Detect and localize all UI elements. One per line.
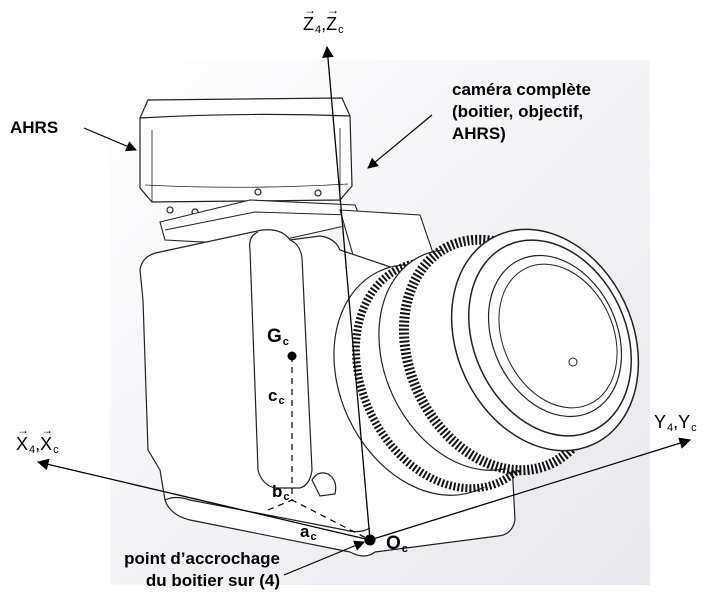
g-point-dot bbox=[287, 351, 297, 361]
o-letter: O bbox=[386, 533, 401, 554]
x4-sub: 4 bbox=[29, 444, 36, 456]
ahrs-callout-arrow bbox=[83, 127, 137, 152]
x-sep: , bbox=[35, 434, 41, 454]
b-sub: c bbox=[283, 491, 290, 503]
z4-letter: Z bbox=[303, 3, 316, 35]
o-point-dot bbox=[364, 534, 376, 546]
xc-sub: c bbox=[53, 444, 59, 456]
camera-label-line1: caméra complète bbox=[452, 80, 591, 99]
z-sep: , bbox=[321, 14, 327, 34]
camera-label-line3: AHRS) bbox=[452, 124, 506, 143]
y4-sub: 4 bbox=[667, 422, 674, 433]
a-letter: a bbox=[300, 522, 310, 541]
y-axis-label: Y4,Yc bbox=[654, 412, 713, 433]
g-point-label: Gc bbox=[267, 326, 289, 348]
camera-callout-arrow bbox=[367, 114, 433, 169]
y-sep: , bbox=[673, 412, 679, 432]
c-letter: c bbox=[268, 386, 278, 405]
g-sub: c bbox=[282, 336, 289, 348]
x-axis-label: X4,Xc bbox=[16, 423, 59, 456]
z-axis-label: Z4,Zc bbox=[303, 3, 344, 36]
attach-label: point d’accrochage du boitier sur (4) bbox=[58, 548, 280, 592]
attach-callout-arrow bbox=[283, 540, 365, 576]
attach-label-line2: du boitier sur (4) bbox=[145, 571, 280, 590]
z4-sub: 4 bbox=[315, 24, 322, 36]
axes bbox=[36, 45, 692, 541]
xc-letter: X bbox=[40, 423, 53, 455]
x4-letter: X bbox=[16, 423, 29, 455]
camera-label-line2: (boitier, objectif, bbox=[452, 102, 584, 121]
attach-label-line1: point d’accrochage bbox=[124, 549, 280, 568]
y4-letter: Y bbox=[654, 412, 667, 433]
y-axis-line bbox=[369, 437, 692, 541]
ahrs-box bbox=[139, 97, 353, 216]
c-dimension-label: cc bbox=[268, 386, 285, 407]
g-letter: G bbox=[267, 326, 282, 347]
yc-sub: c bbox=[691, 422, 697, 433]
a-sub: c bbox=[310, 531, 317, 543]
x-axis-line bbox=[36, 458, 371, 541]
b-dimension-label: bc bbox=[272, 482, 290, 503]
dimension-lines bbox=[267, 356, 371, 541]
zc-sub: c bbox=[338, 24, 344, 36]
o-sub: c bbox=[401, 543, 408, 555]
o-point-label: Oc bbox=[386, 533, 408, 555]
c-sub: c bbox=[278, 395, 285, 407]
callout-arrows bbox=[83, 114, 433, 576]
camera-lens bbox=[333, 228, 640, 496]
yc-letter: Y bbox=[678, 412, 691, 433]
b-letter: b bbox=[272, 482, 283, 501]
camera-label: caméra complète (boitier, objectif, AHRS… bbox=[452, 79, 591, 145]
z-axis-line bbox=[322, 45, 371, 541]
a-dimension-label: ac bbox=[300, 522, 317, 543]
ahrs-label: AHRS bbox=[10, 118, 59, 137]
zc-letter: Z bbox=[326, 3, 339, 35]
